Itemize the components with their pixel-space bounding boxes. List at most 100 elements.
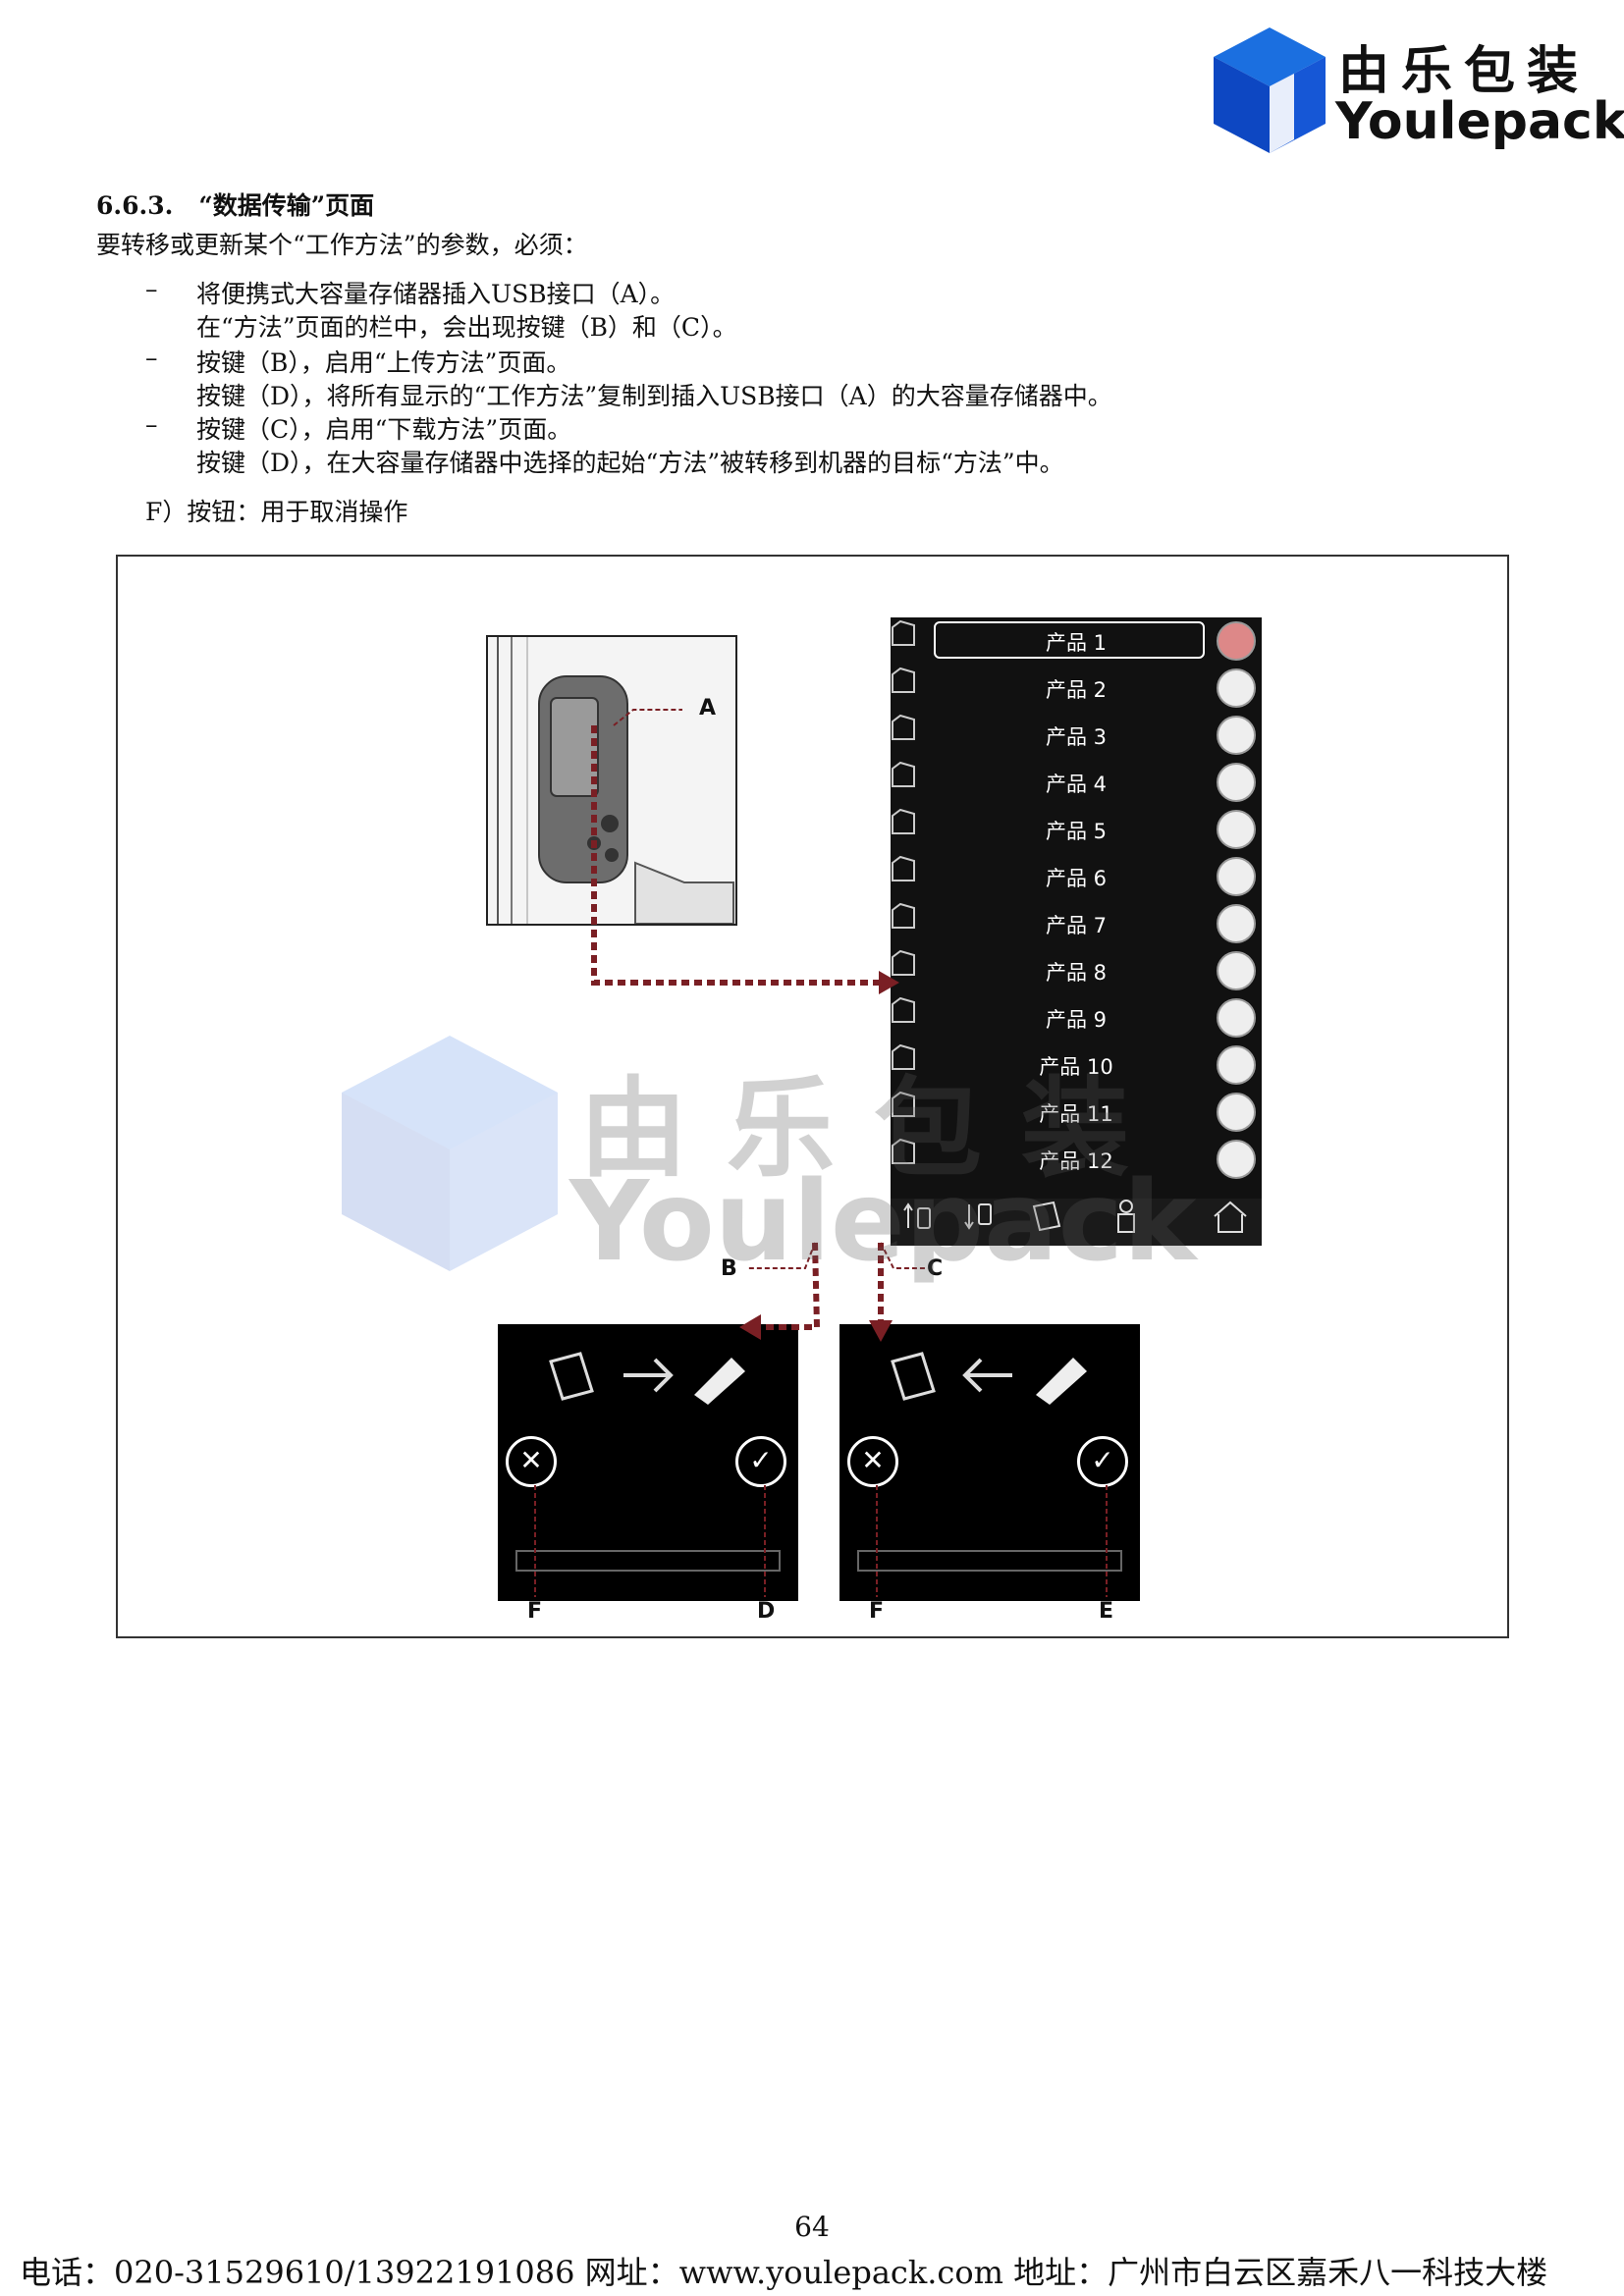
arrow-left-icon xyxy=(962,1358,1012,1393)
folder-icon xyxy=(892,761,915,787)
stack-icon[interactable] xyxy=(1217,951,1256,990)
watermark-english-text: Youlepack xyxy=(569,1158,1197,1286)
step-bullet: – xyxy=(145,275,158,303)
figure-data-transfer: 产品 1 产品 2 产品 3 产品 4 产品 5 产品 6 xyxy=(116,555,1509,1638)
product-name: 产品 3 xyxy=(1045,725,1108,749)
arrow-right-icon xyxy=(623,1358,674,1393)
cube-logo-icon xyxy=(1214,27,1326,153)
folder-icon xyxy=(892,1091,915,1117)
product-row[interactable]: 产品 12 xyxy=(891,1136,1262,1181)
callout-label-b: B xyxy=(721,1256,737,1281)
watermark-cube-icon xyxy=(342,1036,558,1271)
download-flow-icons xyxy=(891,1352,1087,1405)
stack-icon[interactable] xyxy=(1217,668,1256,708)
folder-icon xyxy=(892,996,915,1023)
page-number: 64 xyxy=(794,2211,830,2243)
folder-icon xyxy=(892,808,915,834)
folder-icon xyxy=(892,1043,915,1070)
product-row[interactable]: 产品 1 xyxy=(891,617,1262,663)
document-stack-icon[interactable] xyxy=(1028,1199,1067,1234)
usb-drive-icon xyxy=(694,1358,745,1405)
callout-label-f: F xyxy=(869,1599,885,1624)
step-bullet: – xyxy=(145,410,158,439)
folder-icon xyxy=(892,855,915,881)
upload-methods-panel: ✕ ✓ xyxy=(498,1324,798,1601)
device-illustration-icon xyxy=(497,637,734,924)
product-name: 产品 6 xyxy=(1045,867,1108,890)
stack-icon[interactable] xyxy=(1217,1140,1256,1179)
company-logo: 由乐包装 Youlepack xyxy=(1206,20,1624,167)
cancel-button[interactable]: ✕ xyxy=(847,1436,898,1487)
step-line: 在“方法”页面的栏中，会出现按键（B）和（C）。 xyxy=(196,313,737,342)
product-row[interactable]: 产品 6 xyxy=(891,853,1262,898)
confirm-button[interactable]: ✓ xyxy=(735,1436,786,1487)
usb-drive-icon xyxy=(1036,1358,1087,1405)
stack-icon[interactable] xyxy=(1217,857,1256,896)
methods-toolbar xyxy=(891,1199,1262,1246)
selected-highlight xyxy=(934,621,1205,659)
usb-upload-icon[interactable] xyxy=(900,1199,940,1234)
step-line: 将便携式大容量存储器插入USB接口（A）。 xyxy=(196,280,676,308)
product-row[interactable]: 产品 5 xyxy=(891,806,1262,851)
step-bullet: – xyxy=(145,344,158,372)
stack-icon[interactable] xyxy=(1217,1093,1256,1132)
download-methods-panel: ✕ ✓ xyxy=(839,1324,1140,1601)
section-title: “数据传输”页面 xyxy=(198,191,375,220)
upload-flow-icons xyxy=(549,1352,745,1405)
cancel-button[interactable]: ✕ xyxy=(506,1436,557,1487)
section-heading: 6.6.3. “数据传输”页面 xyxy=(96,187,374,222)
product-name: 产品 7 xyxy=(1045,914,1108,937)
stack-icon[interactable] xyxy=(1217,998,1256,1038)
callout-label-e: E xyxy=(1099,1599,1114,1624)
stack-icon[interactable] xyxy=(1217,1045,1256,1085)
watermark-chinese-text: 由乐包装 xyxy=(579,1066,1168,1192)
document-stack-icon xyxy=(891,1352,936,1401)
operator-icon[interactable] xyxy=(1107,1199,1146,1234)
folder-icon xyxy=(892,1138,915,1164)
footer-contact: 电话：020-31529610/13922191086 网址：www.youle… xyxy=(20,2254,1548,2291)
stack-icon[interactable] xyxy=(1217,621,1256,661)
progress-bar xyxy=(857,1550,1122,1572)
confirm-button[interactable]: ✓ xyxy=(1077,1436,1128,1487)
callout-label-f: F xyxy=(527,1599,543,1624)
home-icon[interactable] xyxy=(1211,1199,1250,1234)
logo-english-text: Youlepack xyxy=(1335,92,1624,151)
step-line: 按键（D），在大容量存储器中选择的起始“方法”被转移到机器的目标“方法”中。 xyxy=(196,449,1064,477)
stack-icon[interactable] xyxy=(1217,904,1256,943)
stack-icon[interactable] xyxy=(1217,763,1256,802)
usb-download-icon[interactable] xyxy=(961,1199,1001,1234)
product-row[interactable]: 产品 8 xyxy=(891,947,1262,992)
product-row[interactable]: 产品 9 xyxy=(891,994,1262,1040)
callout-label-a: A xyxy=(699,696,717,721)
step-line: 按键（C），启用“下载方法”页面。 xyxy=(196,415,572,444)
callout-label-d: D xyxy=(757,1599,776,1624)
intro-paragraph: 要转移或更新某个“工作方法”的参数，必须： xyxy=(96,231,588,259)
folder-icon xyxy=(892,619,915,646)
product-row[interactable]: 产品 10 xyxy=(891,1041,1262,1087)
folder-icon xyxy=(892,714,915,740)
product-name: 产品 4 xyxy=(1045,773,1108,796)
product-row[interactable]: 产品 3 xyxy=(891,712,1262,757)
logo-chinese-text: 由乐包装 xyxy=(1338,42,1591,101)
progress-bar xyxy=(515,1550,781,1572)
product-row[interactable]: 产品 2 xyxy=(891,665,1262,710)
product-name: 产品 12 xyxy=(1039,1149,1113,1173)
product-row[interactable]: 产品 11 xyxy=(891,1089,1262,1134)
product-name: 产品 5 xyxy=(1045,820,1108,843)
folder-icon xyxy=(892,902,915,929)
step-line: 按键（D），将所有显示的“工作方法”复制到插入USB接口（A）的大容量存储器中。 xyxy=(196,382,1112,410)
device-photo xyxy=(486,635,737,926)
product-name: 产品 1 xyxy=(1045,631,1108,655)
product-name: 产品 8 xyxy=(1045,961,1108,985)
product-name: 产品 11 xyxy=(1039,1102,1113,1126)
product-row[interactable]: 产品 7 xyxy=(891,900,1262,945)
document-stack-icon xyxy=(549,1352,594,1401)
product-row[interactable]: 产品 4 xyxy=(891,759,1262,804)
product-name: 产品 9 xyxy=(1045,1008,1108,1032)
stack-icon[interactable] xyxy=(1217,716,1256,755)
folder-icon xyxy=(892,667,915,693)
note-cancel-button: F）按钮：用于取消操作 xyxy=(145,498,408,526)
stack-icon[interactable] xyxy=(1217,810,1256,849)
callout-label-c: C xyxy=(927,1256,944,1281)
step-line: 按键（B），启用“上传方法”页面。 xyxy=(196,348,571,377)
